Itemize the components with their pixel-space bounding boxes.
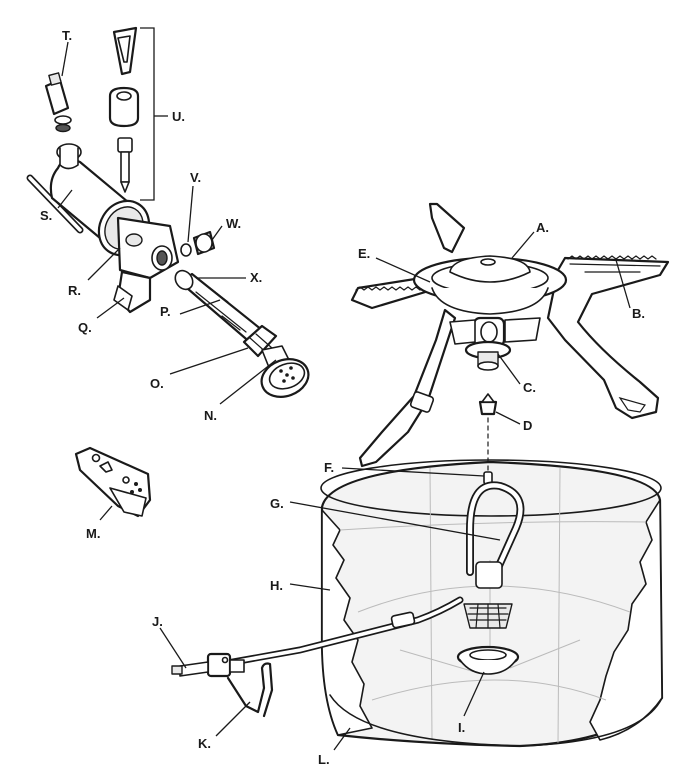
priming-cup [456,645,520,675]
fuel-line-connector [171,652,245,678]
label-n: N. [204,408,217,423]
label-v: V. [190,170,201,185]
label-i: I. [458,720,465,735]
fuel-line [218,481,525,668]
label-x: X. [250,270,262,285]
label-k: K. [198,736,211,751]
label-s: S. [40,208,52,223]
label-u: U. [172,109,185,124]
label-q: Q. [78,320,92,335]
pump-assembly [26,26,310,398]
windscreen [320,459,664,748]
label-w: W. [226,216,241,231]
label-g: G. [270,496,284,511]
label-e: E. [358,246,370,261]
label-o: O. [150,376,164,391]
label-m: M. [86,526,100,541]
label-p: P. [160,304,171,319]
label-t: T. [62,28,72,43]
part-labels: A. B. C. D E. F. G. H. I. J. K. L. M. N.… [40,28,645,767]
label-b: B. [632,306,645,321]
support-wire [226,662,274,718]
label-f: F. [324,460,334,475]
label-l: L. [318,752,330,767]
multi-tool [74,446,152,518]
label-h: H. [270,578,283,593]
label-d: D [523,418,532,433]
burner-assembly [350,202,670,468]
label-c: C. [523,380,536,395]
leader-lines [57,27,631,751]
label-a: A. [536,220,549,235]
jet [478,393,498,471]
label-j: J. [152,614,163,629]
label-r: R. [68,283,81,298]
